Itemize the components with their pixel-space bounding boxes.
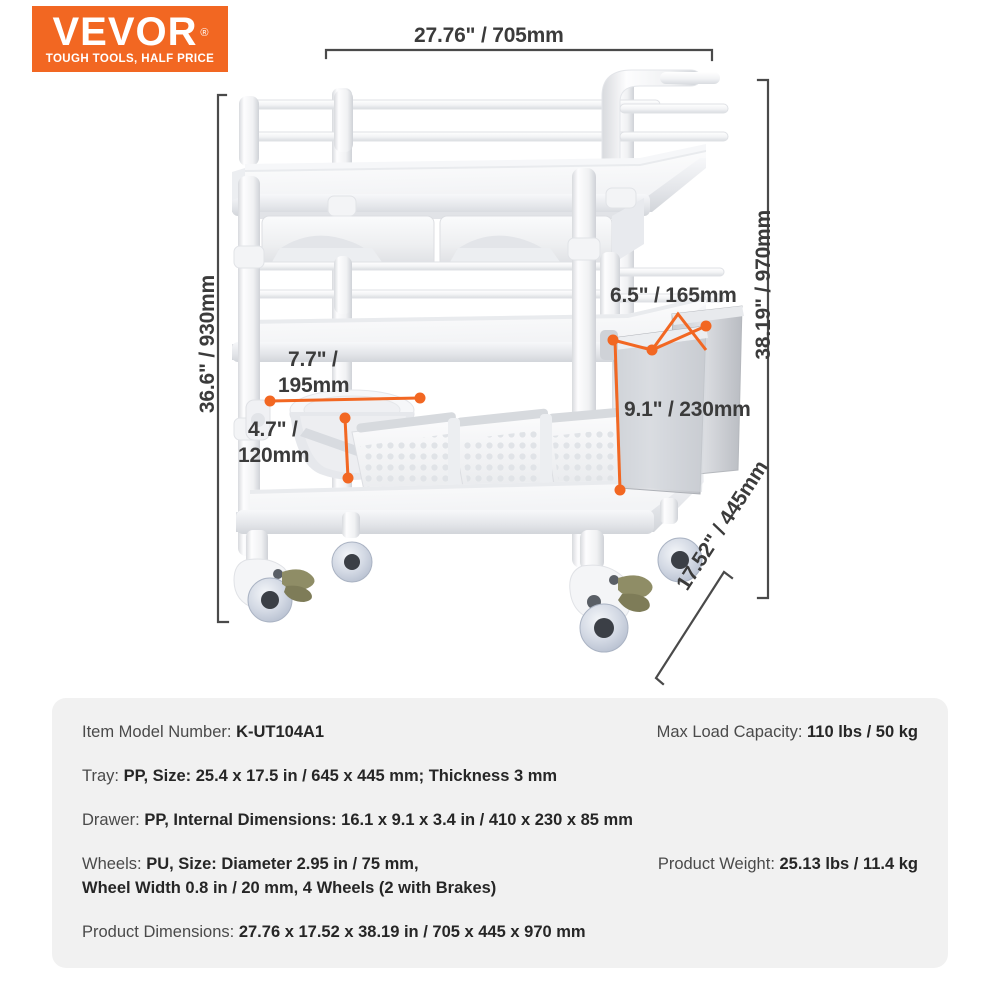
dimension-label-bin-width: 6.5" / 165mm [610, 284, 737, 307]
dimension-label-height-overall: 38.19" / 970mm [752, 210, 775, 360]
registered-trademark-icon: ® [200, 26, 210, 39]
spec-product-dimensions-value: 27.76 x 17.52 x 38.19 in / 705 x 445 x 9… [238, 923, 586, 941]
spec-model-value: K-UT104A1 [236, 723, 325, 741]
brand-tagline: TOUGH TOOLS, HALF PRICE [45, 52, 215, 65]
spec-product-dimensions-label: Product Dimensions: [82, 923, 239, 941]
vevor-logo: VEVOR ® TOUGH TOOLS, HALF PRICE [32, 6, 228, 72]
spec-model-label: Item Model Number: [82, 723, 237, 741]
spec-model: Item Model Number: K-UT104A1 [82, 720, 324, 744]
dimension-label-bin-height: 9.1" / 230mm [624, 398, 751, 421]
table-row: Item Model Number: K-UT104A1 Max Load Ca… [82, 720, 918, 744]
spec-wheels-value-2: Wheel Width 0.8 in / 20 mm, 4 Wheels (2 … [82, 879, 497, 897]
spec-tray-label: Tray: [82, 767, 124, 785]
table-row: Product Dimensions: 27.76 x 17.52 x 38.1… [82, 920, 918, 944]
dimension-label-bowl-depth: 4.7" / [248, 418, 298, 441]
product-figure: 27.76" / 705mm 38.19" / 970mm 36.6" / 93… [196, 24, 775, 686]
specifications-table: Item Model Number: K-UT104A1 Max Load Ca… [52, 698, 948, 968]
spec-weight: Product Weight: 25.13 lbs / 11.4 kg [658, 852, 918, 876]
spec-product-dimensions: Product Dimensions: 27.76 x 17.52 x 38.1… [82, 920, 586, 944]
brand-wordmark: VEVOR ® [52, 9, 210, 54]
spec-drawer-value: PP, Internal Dimensions: 16.1 x 9.1 x 3.… [144, 811, 633, 829]
spec-load-capacity-value: 110 lbs / 50 kg [807, 723, 918, 741]
dimension-label-bowl-diameter: 7.7" / [288, 348, 338, 371]
spec-weight-label: Product Weight: [657, 855, 780, 873]
spec-wheels-label: Wheels: [82, 855, 147, 873]
spec-load-capacity-label: Max Load Capacity: [656, 723, 807, 741]
spec-drawer: Drawer: PP, Internal Dimensions: 16.1 x … [82, 808, 633, 832]
table-row: Wheels: PU, Size: Diameter 2.95 in / 75 … [82, 852, 918, 900]
dimension-label-bowl-depth-2: 120mm [238, 444, 310, 467]
spec-wheels-value: PU, Size: Diameter 2.95 in / 75 mm, [146, 855, 419, 873]
dimension-label-bowl-diameter-2: 195mm [278, 374, 350, 397]
brand-wordmark-text: VEVOR [52, 9, 198, 54]
dimension-label-height-handle: 36.6" / 930mm [196, 275, 219, 414]
spec-drawer-label: Drawer: [82, 811, 145, 829]
spec-tray: Tray: PP, Size: 25.4 x 17.5 in / 645 x 4… [82, 764, 557, 788]
spec-weight-value: 25.13 lbs / 11.4 kg [779, 855, 918, 873]
cart-illustration [216, 48, 770, 686]
spec-tray-value: PP, Size: 25.4 x 17.5 in / 645 x 445 mm;… [123, 767, 558, 785]
table-row: Drawer: PP, Internal Dimensions: 16.1 x … [82, 808, 918, 832]
dimension-label-width: 27.76" / 705mm [414, 24, 564, 47]
table-row: Tray: PP, Size: 25.4 x 17.5 in / 645 x 4… [82, 764, 918, 788]
spec-load-capacity: Max Load Capacity: 110 lbs / 50 kg [657, 720, 918, 744]
spec-wheels: Wheels: PU, Size: Diameter 2.95 in / 75 … [82, 852, 496, 900]
